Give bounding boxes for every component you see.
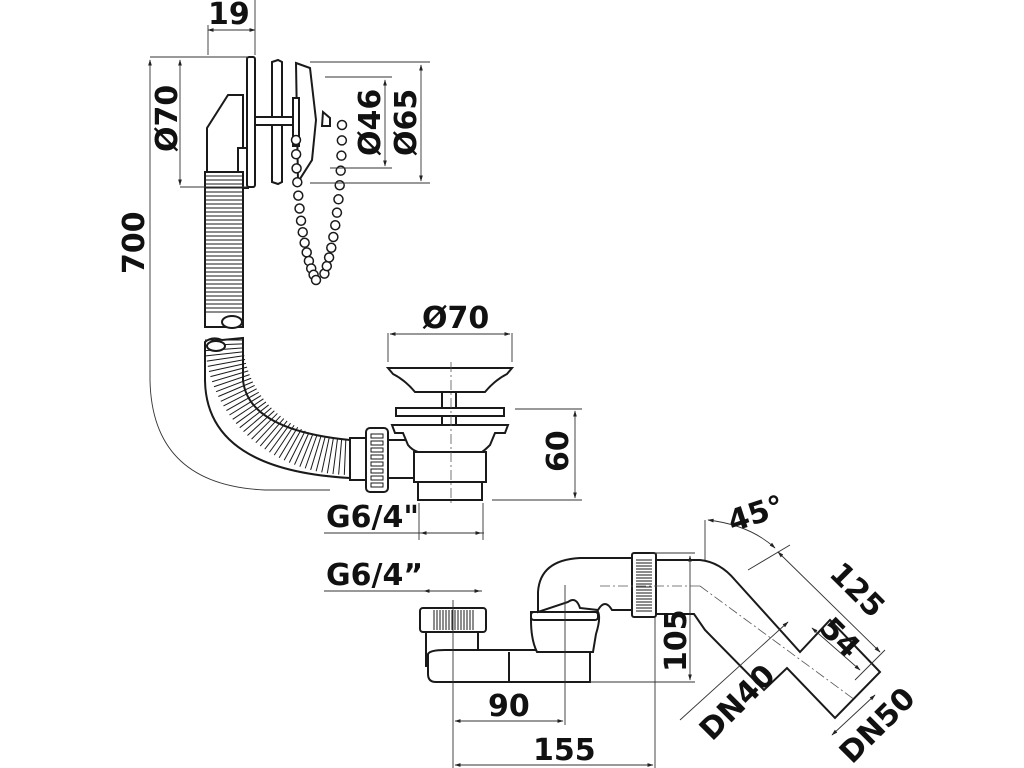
label-trap-offset: 90 [488, 689, 530, 724]
hose-rib [288, 430, 306, 463]
hose-rib [321, 437, 330, 473]
overflow-assembly [206, 56, 331, 193]
hose-rib [215, 377, 252, 393]
hose-rib [310, 436, 322, 471]
hose-rib [343, 439, 347, 475]
hose-rib [315, 437, 326, 472]
label-outlet-dn40: DN40 [693, 658, 783, 748]
hose-rib [226, 391, 260, 411]
hose-rib [207, 359, 246, 367]
dimension-lines [148, 0, 886, 768]
basin-waste [385, 362, 515, 505]
hose-rib [304, 434, 318, 469]
label-waste-thread: G6/4" [326, 500, 419, 535]
chain-bead [293, 190, 304, 201]
label-outlet-angle: 45° [724, 489, 789, 540]
nut-slot [370, 447, 384, 453]
hose-rib [278, 426, 299, 459]
chain-bead [294, 203, 305, 214]
chain-bead [299, 237, 310, 249]
hose-rib [213, 374, 250, 388]
label-plug-diameter: Ø46 [353, 89, 388, 156]
hose-rib [283, 428, 302, 461]
chain-bead [333, 194, 344, 205]
chain-bead [297, 226, 308, 238]
hose-rib [338, 439, 343, 475]
flexible-hose [204, 171, 417, 493]
hose-rib [264, 420, 288, 450]
chain-bead [292, 176, 303, 188]
chain-bead [291, 163, 302, 174]
hose-rib [255, 415, 281, 443]
nut-slot [370, 440, 384, 446]
label-overflow-diameter: Ø70 [150, 85, 185, 152]
hose-rib [206, 355, 245, 362]
chain-bead [321, 260, 333, 272]
hose-rib [210, 366, 248, 378]
hose-rib [205, 351, 244, 357]
hose-rib [229, 395, 262, 416]
chain-bead [336, 135, 348, 146]
label-hose-length: 700 [117, 211, 152, 274]
hose-rib [243, 407, 272, 433]
plug-chain [290, 119, 348, 286]
chain-bead [328, 231, 339, 243]
hose-rib [251, 413, 278, 440]
label-overflow-thickness: 19 [208, 0, 250, 32]
chain-bead [323, 252, 335, 263]
nut-slot [370, 461, 384, 467]
chain-bead [326, 242, 337, 254]
hose-rib [294, 432, 310, 465]
hose-rib [208, 362, 247, 373]
label-waste-height: 60 [541, 430, 576, 472]
chain-bead [301, 247, 312, 258]
hose-rib [220, 384, 255, 402]
hose-rib [218, 381, 254, 397]
label-plug-outer-diameter: Ø65 [389, 89, 424, 156]
hose-rib [259, 418, 285, 447]
nut-slot [370, 468, 384, 474]
hose-rib [332, 439, 338, 475]
hose-rib [269, 422, 291, 453]
chain-bead [331, 207, 343, 218]
hose-rib [232, 398, 264, 420]
hose-rib [326, 438, 334, 474]
label-trap-thread: G6/4” [326, 558, 423, 593]
chain-bead [310, 274, 322, 286]
chain-bead [335, 165, 346, 176]
chain-bead [334, 180, 345, 191]
chain-bead [290, 134, 302, 146]
chain-bead [330, 220, 341, 231]
label-trap-length: 155 [533, 733, 596, 768]
label-trap-height: 105 [659, 609, 694, 672]
chain-bead [295, 215, 307, 226]
hose-rib [273, 424, 295, 456]
hose-rib [299, 433, 314, 467]
hose-rib [235, 401, 267, 424]
nut-slot [370, 482, 384, 488]
hose-rib [239, 404, 269, 429]
hose-rib [223, 388, 257, 407]
chain-bead [336, 119, 348, 131]
nut-slot [370, 433, 384, 439]
hose-rib [211, 370, 249, 383]
chain-bead [290, 149, 302, 160]
chain-bead [336, 150, 347, 161]
nut-slot [370, 454, 384, 460]
hose-rib [247, 410, 275, 436]
label-waste-diameter: Ø70 [422, 301, 489, 336]
nut-slot [370, 475, 384, 481]
